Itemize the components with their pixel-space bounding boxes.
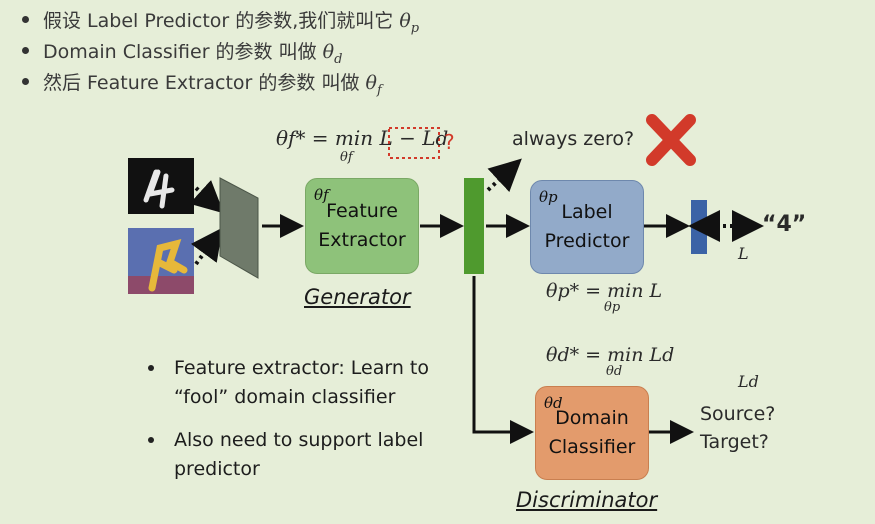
theta-d-symbol: θd — [322, 41, 343, 67]
source-target-label: Source? Target? — [700, 403, 776, 453]
discriminator-title: Discriminator — [516, 488, 658, 512]
feature-vector-bar — [464, 178, 484, 274]
formula-domain-classifier: θd* = min Ld — [546, 344, 675, 366]
formula-label-sub: θp — [604, 300, 621, 315]
highlight-box — [388, 127, 440, 159]
bullet-dot — [22, 47, 29, 54]
label-predictor-label: Label Predictor — [544, 201, 630, 252]
formula-feature-extractor: θf* = min L − Ld — [276, 126, 449, 150]
question-mark: ? — [444, 130, 455, 154]
bullet-feature-extractor-param: 然后 Feature Extractor 的参数 叫做 θf — [22, 68, 382, 98]
domain-classifier-label: Domain Classifier — [548, 407, 636, 458]
bullet-domain-classifier-param: Domain Classifier 的参数 叫做 θd — [22, 37, 342, 67]
output-digit-label: “4” — [762, 212, 807, 237]
loss-Ld-label: Ld — [738, 372, 759, 391]
bullet-dot — [22, 16, 29, 23]
input-layer-shape — [219, 177, 259, 279]
formula-domain-sub: θd — [606, 364, 623, 379]
theta-f-symbol: θf — [365, 72, 382, 98]
bullet-label-predictor-param: 假设 Label Predictor 的参数,我们就叫它 θp — [22, 6, 419, 36]
loss-L-label: L — [738, 244, 749, 263]
formula-label-predictor: θp* = min L — [546, 280, 663, 302]
label-predictor-box: θp Label Predictor — [530, 180, 644, 274]
bottom-bullet-item: Also need to support label predictor — [148, 426, 464, 484]
bottom-bullet-list: Feature extractor: Learn to “fool” domai… — [148, 354, 464, 498]
bottom-bullet-item: Feature extractor: Learn to “fool” domai… — [148, 354, 464, 412]
domain-classifier-box: θd Domain Classifier — [535, 386, 649, 480]
feature-extractor-label: Feature Extractor — [318, 200, 406, 251]
formula-feature-sub: θf — [340, 150, 353, 165]
always-zero-label: always zero? — [512, 128, 635, 150]
generator-title: Generator — [304, 285, 411, 309]
prediction-output-bar — [691, 200, 707, 254]
theta-p-symbol: θp — [399, 10, 420, 36]
bullet-dot — [22, 78, 29, 85]
red-x-icon — [646, 114, 696, 166]
feature-extractor-box: θf Feature Extractor — [305, 178, 419, 274]
